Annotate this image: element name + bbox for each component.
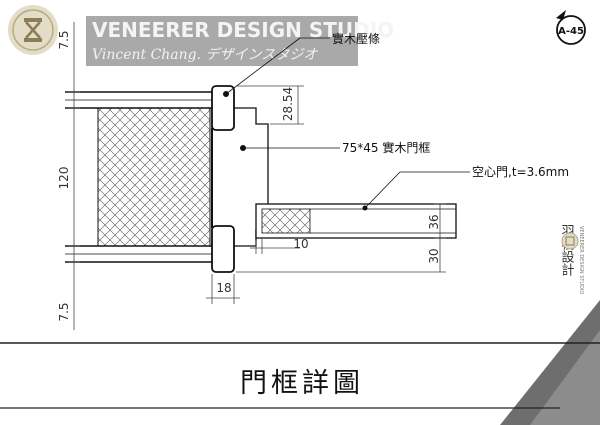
dim-left-bot: 7.5 (57, 302, 71, 321)
door-label: 空心門,t=3.6mm (472, 165, 569, 179)
sheet-title: 門框詳圖 (240, 368, 364, 399)
trim-label: 實木壓條 (332, 31, 380, 46)
wall-section (65, 91, 222, 263)
dim-right-top: 28.54 (281, 87, 295, 121)
dim-left-top: 7.5 (57, 30, 71, 49)
vertical-brand: 羽橋設計 VENEERER DESIGN STUDIO (559, 224, 585, 294)
brand-banner (86, 16, 358, 66)
dim-right-bot: 30 (427, 248, 441, 263)
sheet-ref: A-45 (558, 26, 584, 37)
leader-lines (225, 37, 470, 209)
dim-left-mid: 120 (57, 167, 71, 190)
sheet-ref-badge: A-45 (556, 10, 586, 45)
frame-label: 75*45 實木門框 (342, 140, 430, 155)
brand-subtitle: Vincent Chang. デザインスタジオ (92, 47, 318, 63)
bottom-dimension-lines (206, 238, 300, 304)
left-dimension-lines (68, 22, 80, 330)
logo-seal (8, 5, 58, 55)
vertical-brand-name: 羽橋設計 (559, 224, 575, 276)
decor-triangle-light (530, 330, 600, 425)
dim-door-stop: 10 (293, 237, 308, 251)
right-dimension-lines (236, 85, 446, 273)
door-frame-section (211, 85, 269, 273)
vertical-brand-sub: VENEERER DESIGN STUDIO (578, 226, 584, 294)
dim-right-mid: 36 (427, 214, 441, 229)
door-leaf (255, 203, 457, 239)
brand-name: VENEERER DESIGN STUDIO (92, 18, 394, 42)
dim-bottom-frame: 18 (216, 281, 231, 295)
